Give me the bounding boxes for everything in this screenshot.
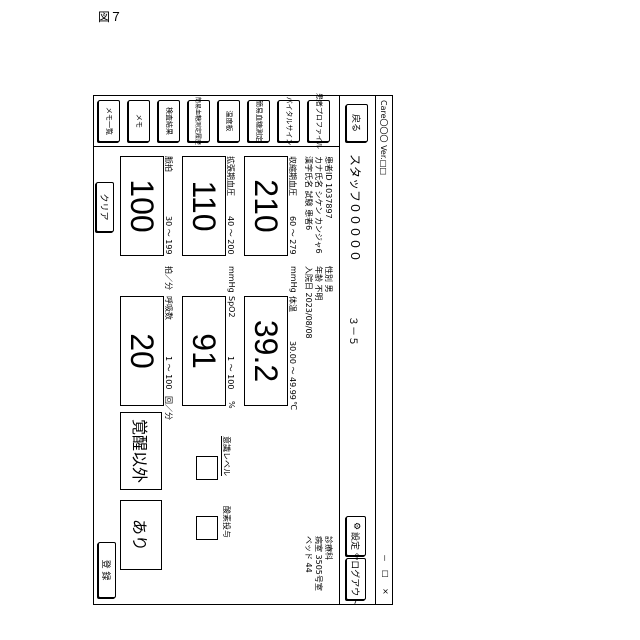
title-bar: Care〇〇〇 Ver.□□ － □ ×: [375, 96, 392, 604]
pulse-range: 30 ～ 199: [163, 216, 174, 255]
header-divider: [339, 96, 340, 604]
patient-kana-name: カナ氏名 シケン カンジャ6: [313, 156, 324, 254]
spo2-unit: %: [227, 401, 236, 409]
systolic-value[interactable]: 210: [244, 156, 288, 256]
pulse-label: 脈拍: [163, 156, 174, 172]
oxygen-value[interactable]: あり: [120, 500, 162, 570]
respiration-value[interactable]: 20: [120, 296, 164, 406]
minimize-button[interactable]: －: [379, 554, 390, 562]
sidebar-item-test-results[interactable]: 検査結果: [158, 100, 180, 142]
temperature-value[interactable]: 39.2: [244, 296, 288, 406]
respiration-label: 呼吸数: [163, 296, 174, 320]
logout-icon: ⇦: [351, 553, 361, 561]
systolic-label: 収縮期血圧: [287, 156, 298, 196]
spo2-label: SpO2: [227, 296, 236, 318]
sidebar-item-patient-profile[interactable]: 患者プロファイル: [308, 100, 330, 142]
maximize-button[interactable]: □: [381, 570, 390, 578]
back-button[interactable]: 戻る: [346, 104, 368, 142]
consciousness-checkbox[interactable]: [196, 456, 218, 480]
systolic-unit: mmHg: [289, 266, 298, 293]
pulse-unit: 拍／分: [163, 266, 174, 290]
department: 診療科: [323, 536, 334, 560]
diastolic-label: 拡張期血圧: [225, 156, 236, 196]
sidebar-item-glucose-history[interactable]: 簡易血糖測定履歴: [188, 100, 210, 142]
sidebar-item-temperature-chart[interactable]: 温度板: [218, 100, 240, 142]
diastolic-unit: mmHg: [227, 266, 236, 293]
temperature-range: 30.00 ～ 49.99: [287, 341, 298, 400]
sidebar-item-memo[interactable]: メモ: [128, 100, 150, 142]
consciousness-value[interactable]: 覚醒以外: [120, 412, 162, 490]
patient-age: 年齢 不明: [313, 266, 324, 301]
diastolic-range: 40 ～ 200: [225, 216, 236, 255]
ward-room: 病室 3505号室: [313, 536, 324, 591]
temperature-unit: ℃: [289, 401, 298, 410]
oxygen-label: 酸素投与: [221, 506, 232, 538]
pulse-value[interactable]: 100: [120, 156, 164, 256]
sidebar-item-glucose[interactable]: 簡易血糖測定: [248, 100, 270, 142]
staff-name: スタッフ０００００: [347, 154, 364, 262]
app-window: Care〇〇〇 Ver.□□ － □ × 戻る スタッフ０００００ ３－５ ⚙ 設…: [93, 95, 393, 605]
close-button[interactable]: ×: [381, 588, 390, 595]
spo2-value[interactable]: 91: [182, 296, 226, 406]
temperature-label: 体温: [287, 296, 298, 312]
diastolic-value[interactable]: 110: [182, 156, 226, 256]
consciousness-label: 意識レベル: [221, 436, 232, 476]
oxygen-checkbox[interactable]: [196, 516, 218, 540]
logout-button[interactable]: ⇦ログアウト: [346, 558, 366, 600]
gear-icon: ⚙: [351, 522, 361, 530]
patient-sex: 性別 男: [323, 266, 334, 293]
systolic-range: 60 ～ 279: [287, 216, 298, 255]
app-title: Care〇〇〇 Ver.□□: [378, 100, 389, 175]
sidebar-divider: [93, 146, 340, 147]
spo2-range: 1 ～ 100: [225, 356, 236, 389]
patient-kanji-name: 漢字氏名 試験 患者6: [303, 156, 314, 230]
register-button[interactable]: 登 録: [98, 542, 116, 598]
sidebar-item-vital-signs[interactable]: バイタルサイン: [278, 100, 300, 142]
sidebar-item-memo-list[interactable]: メモ一覧: [98, 100, 120, 142]
logout-label: ログアウト: [350, 560, 363, 605]
settings-label: 設定: [350, 532, 363, 550]
admission-date: 入院日 2023/08/08: [303, 266, 314, 339]
bed-number: ベッド 44: [303, 536, 314, 573]
clear-button[interactable]: クリア: [96, 182, 114, 232]
respiration-range: 1 ～ 100: [163, 356, 174, 389]
respiration-unit: 回／分: [163, 396, 174, 420]
page-indicator: ３－５: [347, 316, 362, 346]
settings-button[interactable]: ⚙ 設定: [346, 516, 366, 556]
patient-id: 患者ID 1037897: [323, 156, 334, 219]
